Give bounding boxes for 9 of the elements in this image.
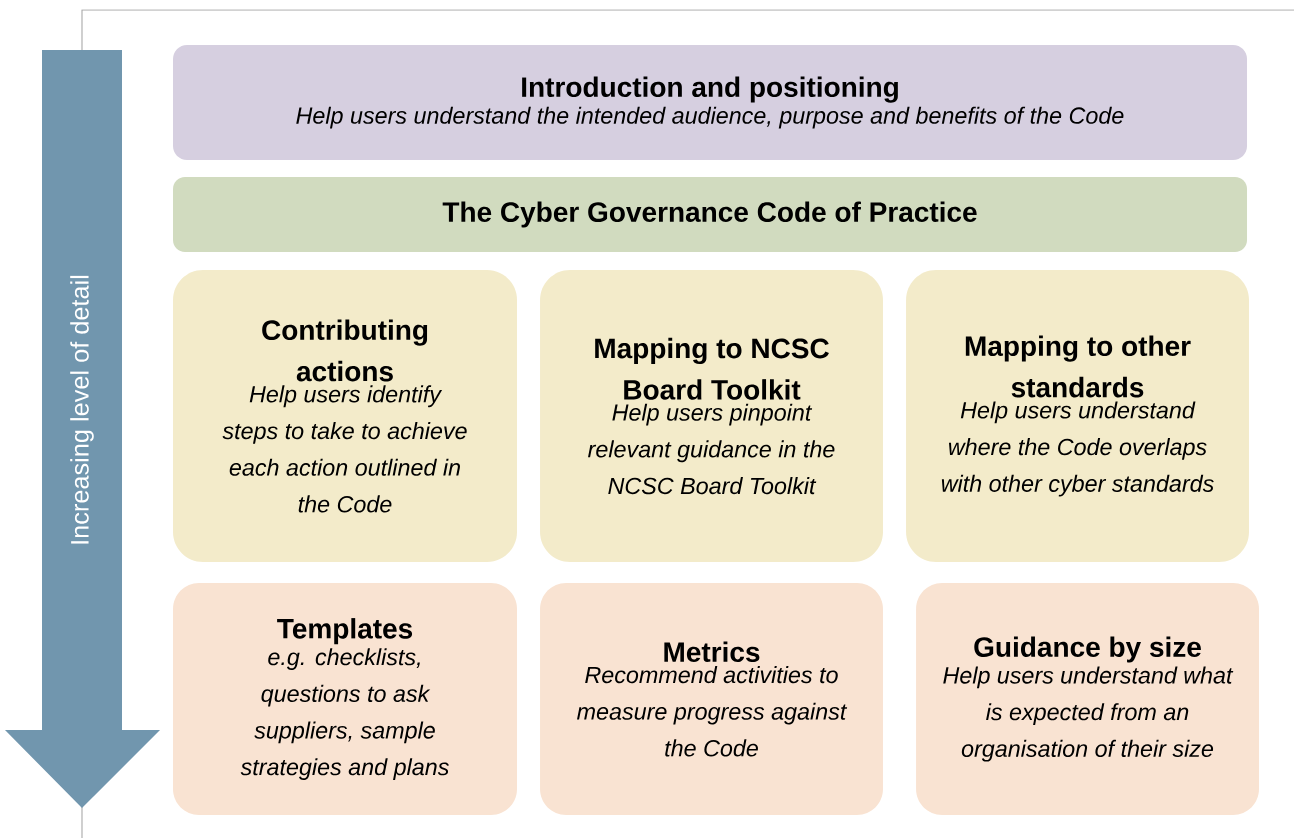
axis-label: Increasing level of detail bbox=[70, 275, 94, 544]
content-box: Introduction and positioning Help users understand the intended audience, purpose and benefits of the Code bbox=[173, 45, 1247, 160]
content-box: Contributing actions Help users identify steps to take to achieve each action outlined in the Code bbox=[173, 270, 517, 562]
content-box: Mapping to other standards Help users understand where the Code overlaps with other cyber standards bbox=[906, 270, 1249, 562]
content-box: Templates e.g. checklists, questions to ask suppliers, sample strategies and plans bbox=[173, 583, 517, 815]
content-box: Mapping to NCSC Board Toolkit Help users pinpoint relevant guidance in the NCSC Board Toolkit bbox=[540, 270, 883, 562]
content-box: Metrics Recommend activities to measure progress against the Code bbox=[540, 583, 883, 815]
content-box: Guidance by size Help users understand what is expected from an organisation of their size bbox=[916, 583, 1259, 815]
content-box: The Cyber Governance Code of Practice bbox=[173, 177, 1247, 252]
